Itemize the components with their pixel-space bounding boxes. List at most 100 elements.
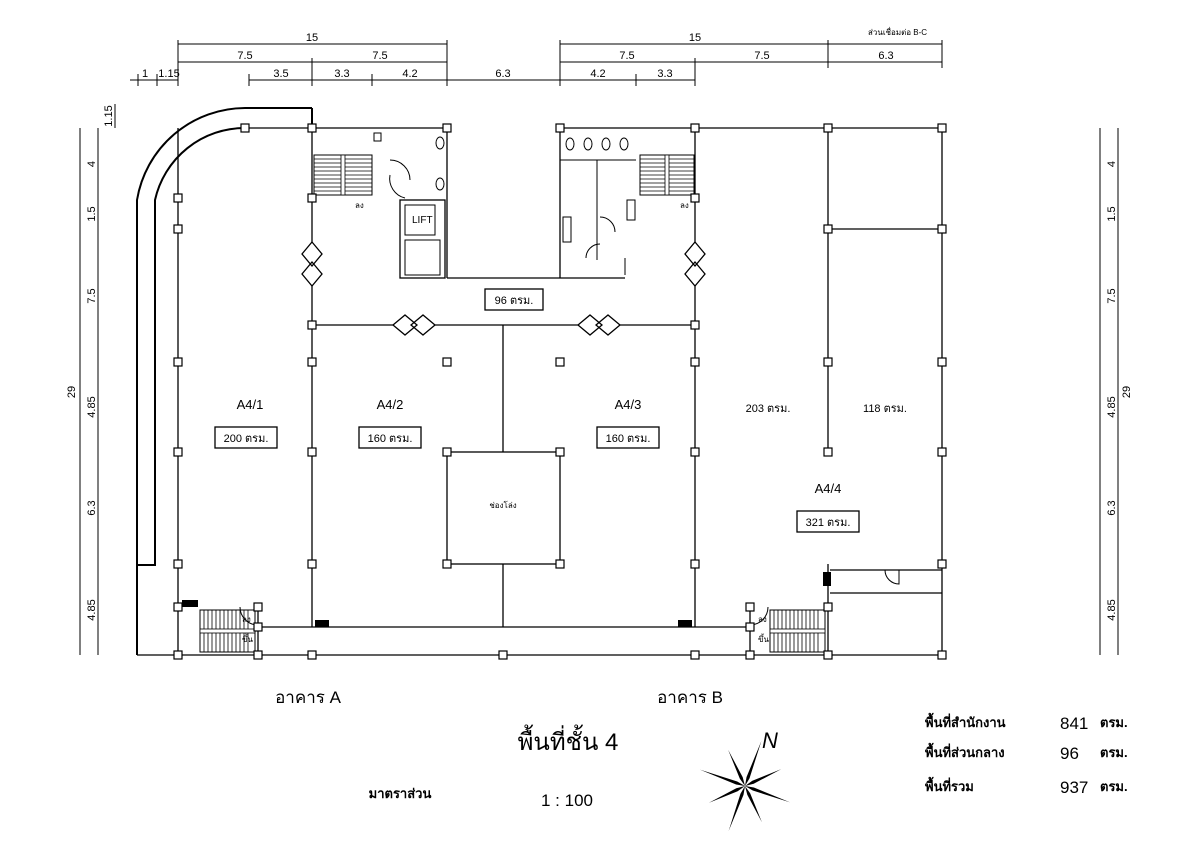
room-name: A4/4 (815, 481, 842, 496)
dim-label: 3.3 (657, 68, 672, 80)
dim-label: 1 (142, 68, 148, 80)
column (823, 224, 833, 234)
dim-label: 15 (689, 32, 701, 44)
column (173, 193, 183, 203)
column (307, 193, 317, 203)
page-title: พื้นที่ชั้น 4 (518, 724, 619, 756)
summary-value: 841 (1060, 714, 1088, 733)
column (253, 650, 263, 660)
dim-label: 4.85 (86, 396, 98, 417)
dim-label: 3.3 (334, 68, 349, 80)
stair-label-down: ลง (758, 615, 767, 624)
column (690, 123, 700, 133)
lift-label: LIFT (412, 215, 433, 226)
stair-label-down: ลง (680, 201, 689, 210)
column (690, 559, 700, 569)
room-area: 200 ตรม. (224, 433, 269, 445)
north-arrow-icon (699, 740, 791, 832)
summary-label: พื้นที่รวม (925, 776, 974, 794)
column (173, 447, 183, 457)
column (442, 123, 452, 133)
column (173, 357, 183, 367)
summary-value: 96 (1060, 744, 1079, 763)
dim-label: 4.2 (402, 68, 417, 80)
column (937, 224, 947, 234)
common-area: 96 ตรม. (495, 295, 534, 307)
dim-label: 15 (306, 32, 318, 44)
scale-label: มาตราส่วน (369, 786, 432, 801)
room-name: A4/1 (237, 397, 264, 412)
building-a-label: อาคาร A (275, 688, 342, 707)
dim-label: 1.5 (1106, 206, 1118, 221)
column (745, 650, 755, 660)
column (690, 357, 700, 367)
top-dimensions: 15 15 7.5 7.5 7.5 7.5 6.3 1 1.15 3.5 3.3… (130, 26, 943, 86)
dim-label: 1.15 (158, 68, 179, 80)
room-name: A4/3 (615, 397, 642, 412)
column (307, 123, 317, 133)
stair-bottom-b: ลง ขึ้น (749, 606, 826, 653)
stair-label-up: ขึ้น (758, 633, 769, 644)
column (745, 622, 755, 632)
dim-label: 7.5 (372, 50, 387, 62)
column (498, 650, 508, 660)
toilet-icon (565, 137, 575, 151)
summary-label: พื้นที่สำนักงาน (925, 712, 1006, 730)
column (937, 447, 947, 457)
dim-label: 7.5 (1106, 288, 1118, 303)
summary-label: พื้นที่ส่วนกลาง (925, 742, 1005, 760)
column (690, 320, 700, 330)
summary-unit: ตรม. (1100, 779, 1128, 794)
dim-label: 29 (1121, 386, 1133, 398)
column (823, 123, 833, 133)
room-area: 160 ตรม. (368, 433, 413, 445)
column (240, 123, 250, 133)
column (690, 193, 700, 203)
core-b: ลง (560, 137, 695, 275)
column (173, 650, 183, 660)
dim-label: 6.3 (1106, 500, 1118, 515)
north-label: N (762, 728, 778, 753)
sub-area: 118 ตรม. (863, 403, 907, 415)
column (173, 559, 183, 569)
dim-label: 4.85 (86, 599, 98, 620)
summary-unit: ตรม. (1100, 745, 1128, 760)
toilet-icon (601, 137, 611, 151)
room-labels: A4/1 200 ตรม. A4/2 160 ตรม. A4/3 160 ตรม… (214, 288, 907, 533)
dim-label: 4.2 (590, 68, 605, 80)
stair-label-up: ขึ้น (242, 633, 253, 644)
column (307, 447, 317, 457)
room-name: A4/2 (377, 397, 404, 412)
column (555, 559, 565, 569)
column (690, 447, 700, 457)
dim-label: 7.5 (237, 50, 252, 62)
side-dimensions: 29 29 1.15 4 1.5 7.5 4.85 6.3 4.85 4 1.5… (66, 104, 1133, 655)
column (555, 123, 565, 133)
column (307, 357, 317, 367)
dim-label: 7.5 (619, 50, 634, 62)
column (173, 602, 183, 612)
toilet-icon (583, 137, 593, 151)
column (173, 224, 183, 234)
dim-label: 7.5 (754, 50, 769, 62)
columns (173, 123, 947, 660)
column (307, 650, 317, 660)
stair-icon (199, 609, 256, 653)
toilet-icon (435, 177, 445, 191)
summary-unit: ตรม. (1100, 715, 1128, 730)
column (555, 447, 565, 457)
column (442, 559, 452, 569)
column (937, 559, 947, 569)
scale-value: 1 : 100 (541, 791, 593, 810)
connector-label: ส่วนเชื่อมต่อ B-C (868, 26, 927, 37)
column (442, 357, 452, 367)
dim-label: 6.3 (86, 500, 98, 515)
column (253, 602, 263, 612)
room-area: 321 ตรม. (806, 517, 851, 529)
stair-icon (313, 154, 373, 196)
dim-label: 29 (66, 386, 78, 398)
dim-label: 6.3 (878, 50, 893, 62)
dim-label: 4.85 (1106, 396, 1118, 417)
area-summary: พื้นที่สำนักงาน 841 ตรม. พื้นที่ส่วนกลาง… (925, 712, 1128, 797)
core-a: LIFT ลง (313, 132, 446, 279)
